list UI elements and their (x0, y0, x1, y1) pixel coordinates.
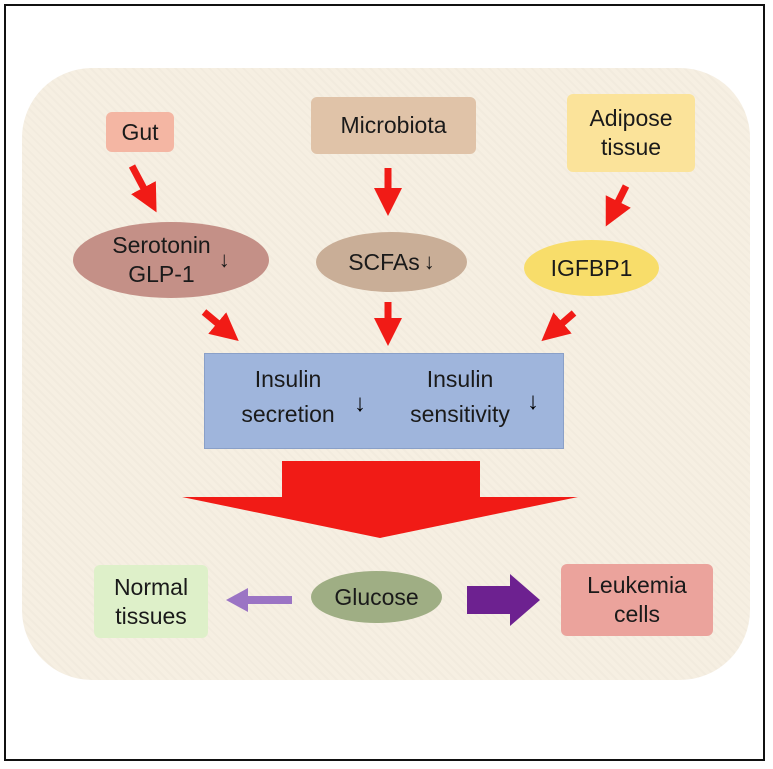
glucose-node: Glucose (311, 571, 442, 623)
gut-to-serotonin-arrow (128, 164, 157, 213)
glucose-label: Glucose (334, 583, 419, 610)
leukemia-label-line1: Leukemia (587, 572, 687, 599)
microbiota-node: Microbiota (311, 97, 476, 154)
insulin-secretion-text: Insulin secretion (218, 362, 358, 431)
insulin-secretion-decrease-arrow-icon: ↓ (354, 390, 366, 417)
insulin-sensitivity-line2: sensitivity (410, 400, 510, 427)
adipose-tissue-node: Adipose tissue (567, 94, 695, 172)
igfbp1-to-insulin-arrow (541, 310, 577, 342)
serotonin-to-insulin-arrow (201, 309, 239, 341)
glucose-to-normal-arrow-shaft (246, 596, 292, 604)
adipose-label-line1: Adipose (589, 105, 673, 132)
insulin-effects-box (204, 353, 564, 449)
normal-tissues-node: Normal tissues (94, 565, 208, 638)
scfas-decrease-arrow-icon: ↓ (423, 249, 435, 275)
glucose-to-leukemia-arrow-head (510, 574, 540, 626)
gut-label: Gut (121, 118, 159, 145)
glucose-to-normal-arrow-head (226, 588, 248, 612)
insulin-sensitivity-decrease-arrow-icon: ↓ (527, 388, 539, 415)
glp1-label: GLP-1 (128, 261, 195, 287)
adipose-to-igfbp1-arrow (605, 184, 631, 227)
igfbp1-node: IGFBP1 (524, 240, 659, 296)
big-red-down-arrow (182, 461, 578, 538)
serotonin-label: Serotonin (112, 232, 211, 259)
leukemia-cells-node: Leukemia cells (561, 564, 713, 636)
gut-node: Gut (106, 112, 174, 152)
serotonin-decrease-arrow-icon: ↓ (218, 247, 230, 273)
glucose-to-leukemia-arrow-shaft (467, 586, 512, 614)
normal-label-line1: Normal (113, 573, 189, 600)
insulin-sensitivity-line1: Insulin (426, 366, 494, 392)
insulin-secretion-line2: secretion (241, 400, 335, 427)
adipose-label-line2: tissue (600, 134, 662, 160)
insulin-sensitivity-text: Insulin sensitivity (385, 362, 535, 431)
insulin-secretion-line1: Insulin (254, 366, 322, 392)
igfbp1-label: IGFBP1 (550, 254, 633, 281)
serotonin-glp1-node: Serotonin GLP-1 ↓ (73, 222, 269, 298)
microbiota-label: Microbiota (340, 112, 447, 139)
scfas-node: SCFAs ↓ (316, 232, 467, 292)
scfas-label: SCFAs (348, 248, 420, 275)
normal-label-line2: tissues (115, 602, 187, 629)
leukemia-label-line2: cells (613, 601, 660, 627)
